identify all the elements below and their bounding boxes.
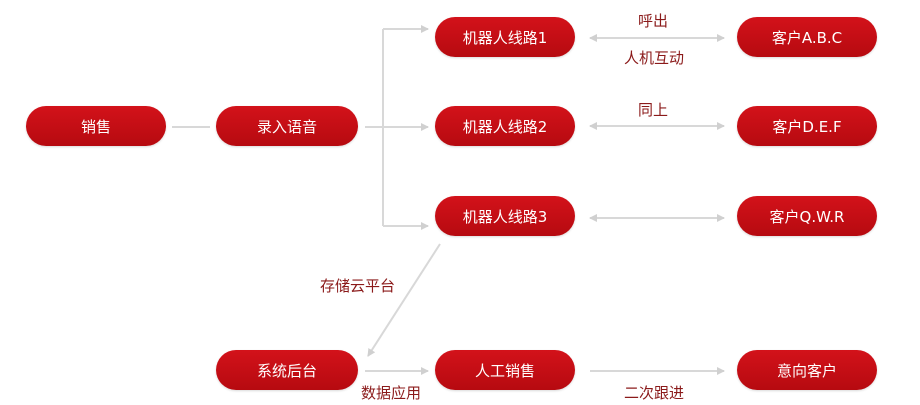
label-same-above: 同上 [638, 101, 669, 119]
node-customer-qwr: 客户Q.W.R [737, 196, 877, 236]
node-customer-def: 客户D.E.F [737, 106, 877, 146]
node-intent-customer: 意向客户 [737, 350, 877, 390]
edge-line3-to-backend [367, 243, 441, 357]
node-system-backend: 系统后台 [216, 350, 358, 390]
label-cloud-storage: 存储云平台 [320, 277, 396, 295]
node-robot-line-1: 机器人线路1 [435, 17, 575, 57]
node-manual-sales: 人工销售 [435, 350, 575, 390]
label-call-out: 呼出 [638, 12, 669, 30]
node-record-voice: 录入语音 [216, 106, 358, 146]
node-robot-line-3: 机器人线路3 [435, 196, 575, 236]
label-human-machine-interaction: 人机互动 [624, 49, 685, 67]
label-secondary-follow-up: 二次跟进 [624, 384, 685, 402]
node-robot-line-2: 机器人线路2 [435, 106, 575, 146]
label-data-application: 数据应用 [361, 384, 422, 402]
node-customer-abc: 客户A.B.C [737, 17, 877, 57]
node-sales: 销售 [26, 106, 166, 146]
